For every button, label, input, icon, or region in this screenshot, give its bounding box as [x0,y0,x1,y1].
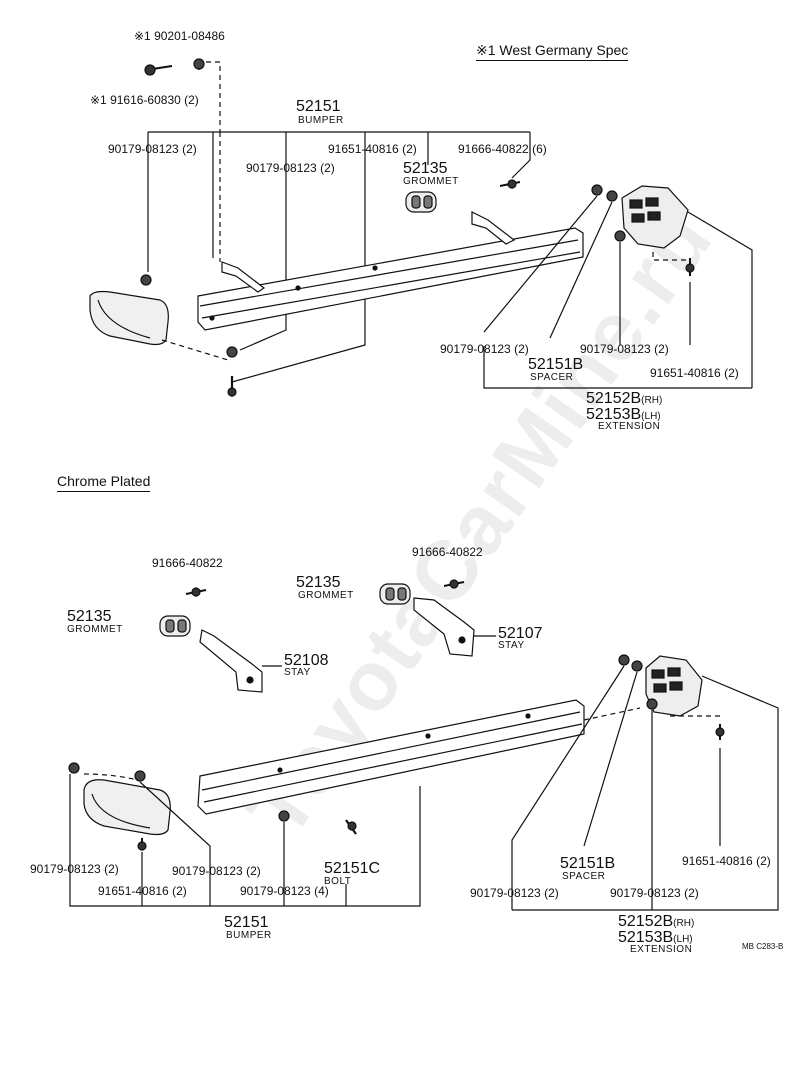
lower-nut-end-mid-label: 90179-08123 (2) [172,864,261,878]
upper-grommet-number: 52135 [403,160,448,177]
lower-bumper-bar [197,699,585,815]
upper-bumper-number: 52151 [296,98,341,115]
figure-code: MB C283-B [742,942,784,951]
lower-stay-left-number: 52108 [284,652,329,669]
lower-extension-rh: 52152B(RH) [618,913,695,930]
lower-bolt-extension-label: 91651-40816 (2) [682,854,771,868]
star-nut-dashed-line [206,61,221,132]
upper-grommet-name: GROMMET [403,176,459,187]
upper-nut-left-label: 90179-08123 (2) [108,142,197,156]
lower-spacer-number: 52151B [560,855,616,872]
upper-bumper-bar [197,227,584,331]
lower-bolt-stay-right-label: 91666-40822 [412,545,483,559]
lower-bolt-name: BOLT [324,876,352,887]
lower-bumper-name: BUMPER [226,930,272,941]
star-bolt-part [144,64,173,76]
upper-nut-spacer-left-label: 90179-08123 (2) [440,342,529,356]
upper-nut-spacer-right-label: 90179-08123 (2) [580,342,669,356]
star-nut-label: ※1 90201-08486 [134,29,225,43]
lower-stay-left-name: STAY [284,667,311,678]
upper-bumper-name: BUMPER [298,115,344,126]
lower-grommet-left-name: GROMMET [67,624,123,635]
lower-bolt-end-label: 91651-40816 (2) [98,884,187,898]
upper-extension-rh: 52152B(RH) [586,390,663,407]
lower-stay-right-name: STAY [498,640,525,651]
upper-left-nut [140,274,152,286]
lower-nut-end-left-label: 90179-08123 (2) [30,862,119,876]
upper-extension-lh: 52153B(LH) [586,406,661,423]
lower-bumper-number: 52151 [224,914,269,931]
lower-bolt-stay-left-label: 91666-40822 [152,556,223,570]
lower-nut-spacer-left-label: 90179-08123 (2) [470,886,559,900]
lower-left-stay [199,629,263,693]
lower-bolt-number: 52151C [324,860,381,877]
upper-spacer-name: SPACER [530,372,574,383]
upper-left-end-cap [89,290,169,346]
upper-extension-name: EXTENSION [598,421,661,432]
upper-left-bracket [221,261,266,293]
spec-note: ※1 West Germany Spec [476,42,629,61]
lower-grommet-right-name: GROMMET [298,590,354,601]
star-bolt-label: ※1 91616-60830 (2) [90,93,199,107]
lower-right-stay [413,597,475,657]
lower-section-title: Chrome Plated [57,473,151,492]
lower-nut-bumper-label: 90179-08123 (4) [240,884,329,898]
upper-bolt-right-label: 91666-40822 (6) [458,142,547,156]
lower-grommet-left-number: 52135 [67,608,112,625]
lower-stay-right-number: 52107 [498,625,543,642]
lower-extension-lh: 52153B(LH) [618,929,693,946]
upper-right-extension [621,185,689,249]
lower-nut-spacer-right-label: 90179-08123 (2) [610,886,699,900]
lower-left-end-cap [83,779,171,836]
upper-nut-center-label: 90179-08123 (2) [246,161,335,175]
upper-bolt-center-label: 91651-40816 (2) [328,142,417,156]
upper-right-bracket [471,211,516,245]
star-nut-part [193,58,205,70]
lower-spacer-name: SPACER [562,871,606,882]
upper-spacer-number: 52151B [528,356,584,373]
upper-bolt-extension-label: 91651-40816 (2) [650,366,739,380]
lower-extension-name: EXTENSION [630,944,693,955]
lower-grommet-right-number: 52135 [296,574,341,591]
